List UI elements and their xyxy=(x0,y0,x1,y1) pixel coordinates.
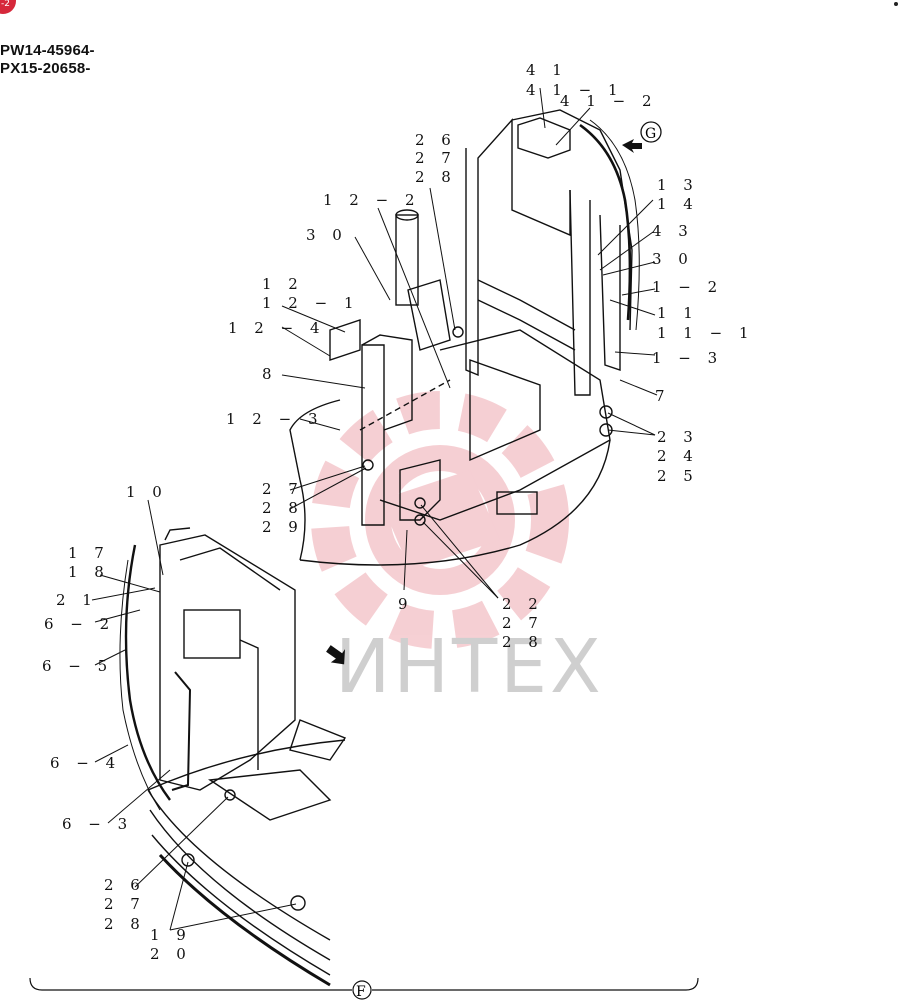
callout-19: 1 9 xyxy=(150,926,192,944)
callout-21: 2 1 xyxy=(56,591,98,609)
callout-29: 2 9 xyxy=(262,518,304,536)
callout-41: 4 1 xyxy=(526,61,568,79)
callout-27: 2 7 xyxy=(415,149,457,167)
watermark-text: ИНТЕХ xyxy=(335,624,604,710)
callout-43: 4 3 xyxy=(652,222,694,240)
callout-14: 1 4 xyxy=(657,195,699,213)
callout-1-2: 1 − 2 xyxy=(652,278,723,296)
corner-dot xyxy=(894,2,898,6)
callout-7: 7 xyxy=(655,387,671,405)
callout-10: 1 0 xyxy=(126,483,168,501)
callout-1-3: 1 − 3 xyxy=(652,349,723,367)
callout-28: 2 8 xyxy=(502,633,544,651)
callout-12-3: 1 2 − 3 xyxy=(226,410,324,428)
callout-8: 8 xyxy=(262,365,278,383)
callout-22: 2 2 xyxy=(502,595,544,613)
callout-12-1: 1 2 − 1 xyxy=(262,294,360,312)
callout-6-4: 6 − 4 xyxy=(50,754,121,772)
callout-41-1: 4 1 − 1 xyxy=(526,81,624,99)
callout-12-2: 1 2 − 2 xyxy=(323,191,421,209)
callout-41-2: 4 1 − 2 xyxy=(560,92,658,110)
lower-frame-assembly xyxy=(119,527,347,987)
callout-26: 2 6 xyxy=(415,131,457,149)
view-arrow-down-icon xyxy=(326,645,346,665)
callout-25: 2 5 xyxy=(657,467,699,485)
callout-28: 2 8 xyxy=(104,915,146,933)
callout-11: 1 1 xyxy=(657,304,699,322)
callout-13: 1 3 xyxy=(657,176,699,194)
callout-11-1: 1 1 − 1 xyxy=(657,324,755,342)
view-f-label: F xyxy=(356,984,366,1000)
view-arrow-g-icon: G xyxy=(622,121,662,153)
callout-28: 2 8 xyxy=(415,168,457,186)
callout-6-5: 6 − 5 xyxy=(42,657,113,675)
callout-24: 2 4 xyxy=(657,447,699,465)
leader-lines xyxy=(91,87,658,931)
callout-30: 3 0 xyxy=(306,226,348,244)
callout-26: 2 6 xyxy=(104,876,146,894)
callout-27: 2 7 xyxy=(104,895,146,913)
callout-20: 2 0 xyxy=(150,945,192,963)
page-badge-text: -2 xyxy=(1,0,10,9)
callout-17: 1 7 xyxy=(68,544,110,562)
callout-30: 3 0 xyxy=(652,250,694,268)
view-g-label: G xyxy=(645,126,656,142)
callout-labels: 4 1 4 1 − 1 4 1 − 2 2 6 2 7 2 8 1 2 − 2 … xyxy=(42,61,755,963)
view-f-bracket: F xyxy=(29,977,699,1000)
callout-23: 2 3 xyxy=(657,428,699,446)
callout-12: 1 2 xyxy=(262,275,304,293)
callout-9: 9 xyxy=(398,595,414,613)
upper-frame-assembly xyxy=(289,109,640,566)
serial-number-1: PW14-45964- xyxy=(0,42,95,59)
callout-27: 2 7 xyxy=(262,480,304,498)
callout-6-3: 6 − 3 xyxy=(62,815,133,833)
serial-number-2: PX15-20658- xyxy=(0,60,91,77)
callout-28: 2 8 xyxy=(262,499,304,517)
callout-12-4: 1 2 − 4 xyxy=(228,319,326,337)
callout-18: 1 8 xyxy=(68,563,110,581)
callout-27: 2 7 xyxy=(502,614,544,632)
callout-6-2: 6 − 2 xyxy=(44,615,115,633)
